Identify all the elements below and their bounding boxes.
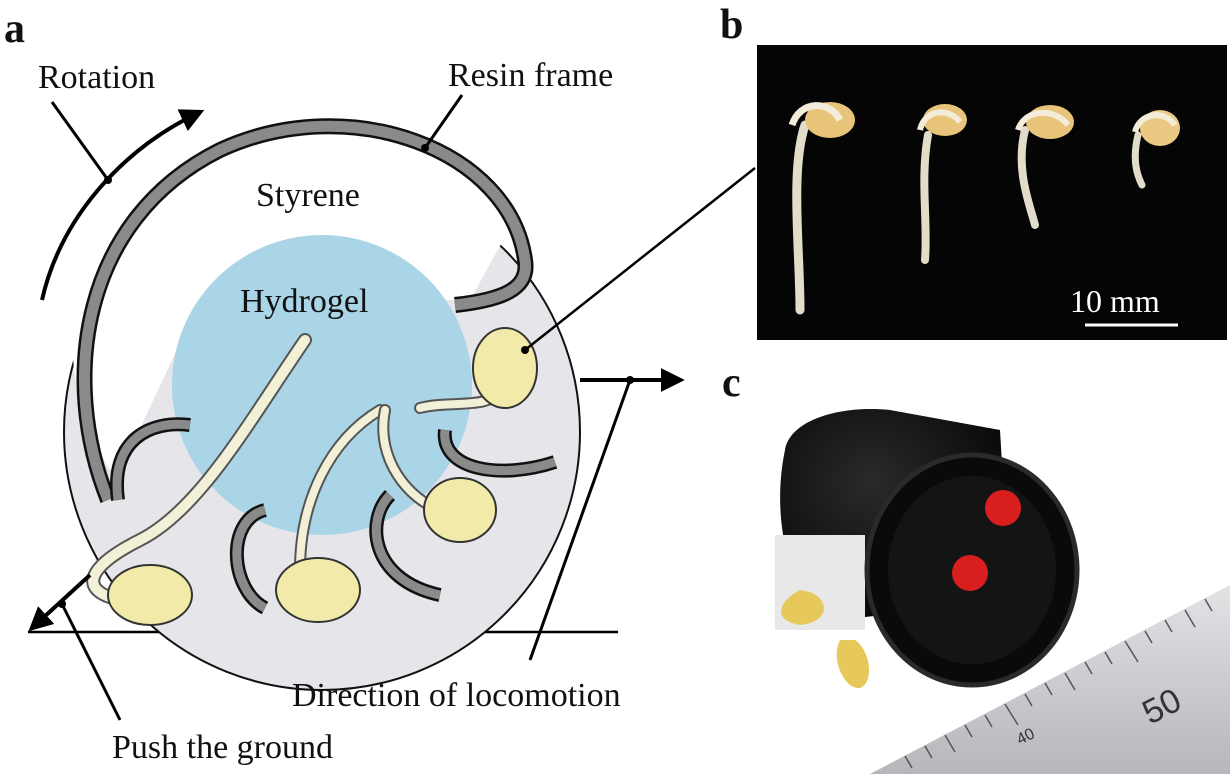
leader-dot (521, 346, 529, 354)
rotation-leader (50, 101, 110, 181)
ruler-number-40: 40 (1014, 725, 1038, 748)
resin-frame (79, 120, 531, 503)
red-marker (952, 555, 988, 591)
direction-label: Direction of locomotion (292, 677, 621, 714)
seed (423, 477, 497, 543)
rotation-arrow (40, 109, 205, 301)
panel-a-diagram: a (4, 6, 756, 766)
sprout-specimens (788, 102, 1180, 315)
seed (275, 557, 361, 623)
seed (107, 564, 193, 626)
leader-dot (421, 144, 429, 152)
panel-label-b: b (720, 2, 743, 48)
rotation-label: Rotation (38, 59, 155, 96)
push-leader (60, 603, 122, 721)
push-label: Push the ground (112, 729, 333, 766)
resin-frame-label: Resin frame (448, 57, 613, 94)
ruler-ticks (904, 598, 1213, 769)
hydrogel-core (172, 235, 472, 535)
hydrogel-label: Hydrogel (240, 283, 368, 320)
locomotion-leader (528, 379, 632, 661)
robot-seed (836, 640, 870, 689)
panel-label-c: c (722, 360, 741, 406)
robot-seed (781, 590, 824, 625)
leader-dot (626, 376, 634, 384)
seeds (107, 327, 538, 626)
leader-dot (58, 600, 66, 608)
resin-hooks (109, 417, 558, 615)
red-marker (985, 490, 1021, 526)
panel-b-photo: b 10 mm (720, 2, 1227, 340)
sprout-photo-background (757, 45, 1227, 340)
panel-label-a: a (4, 6, 25, 52)
seed (472, 327, 538, 409)
leader-dot (104, 176, 112, 184)
scale-bar-label: 10 mm (1070, 283, 1160, 319)
seed-to-photo-connector (524, 167, 756, 351)
resin-frame-leader (423, 94, 464, 149)
panel-c-photo: c 40 50 (722, 360, 1230, 774)
ruler (870, 585, 1230, 774)
styrene-label: Styrene (256, 177, 360, 214)
